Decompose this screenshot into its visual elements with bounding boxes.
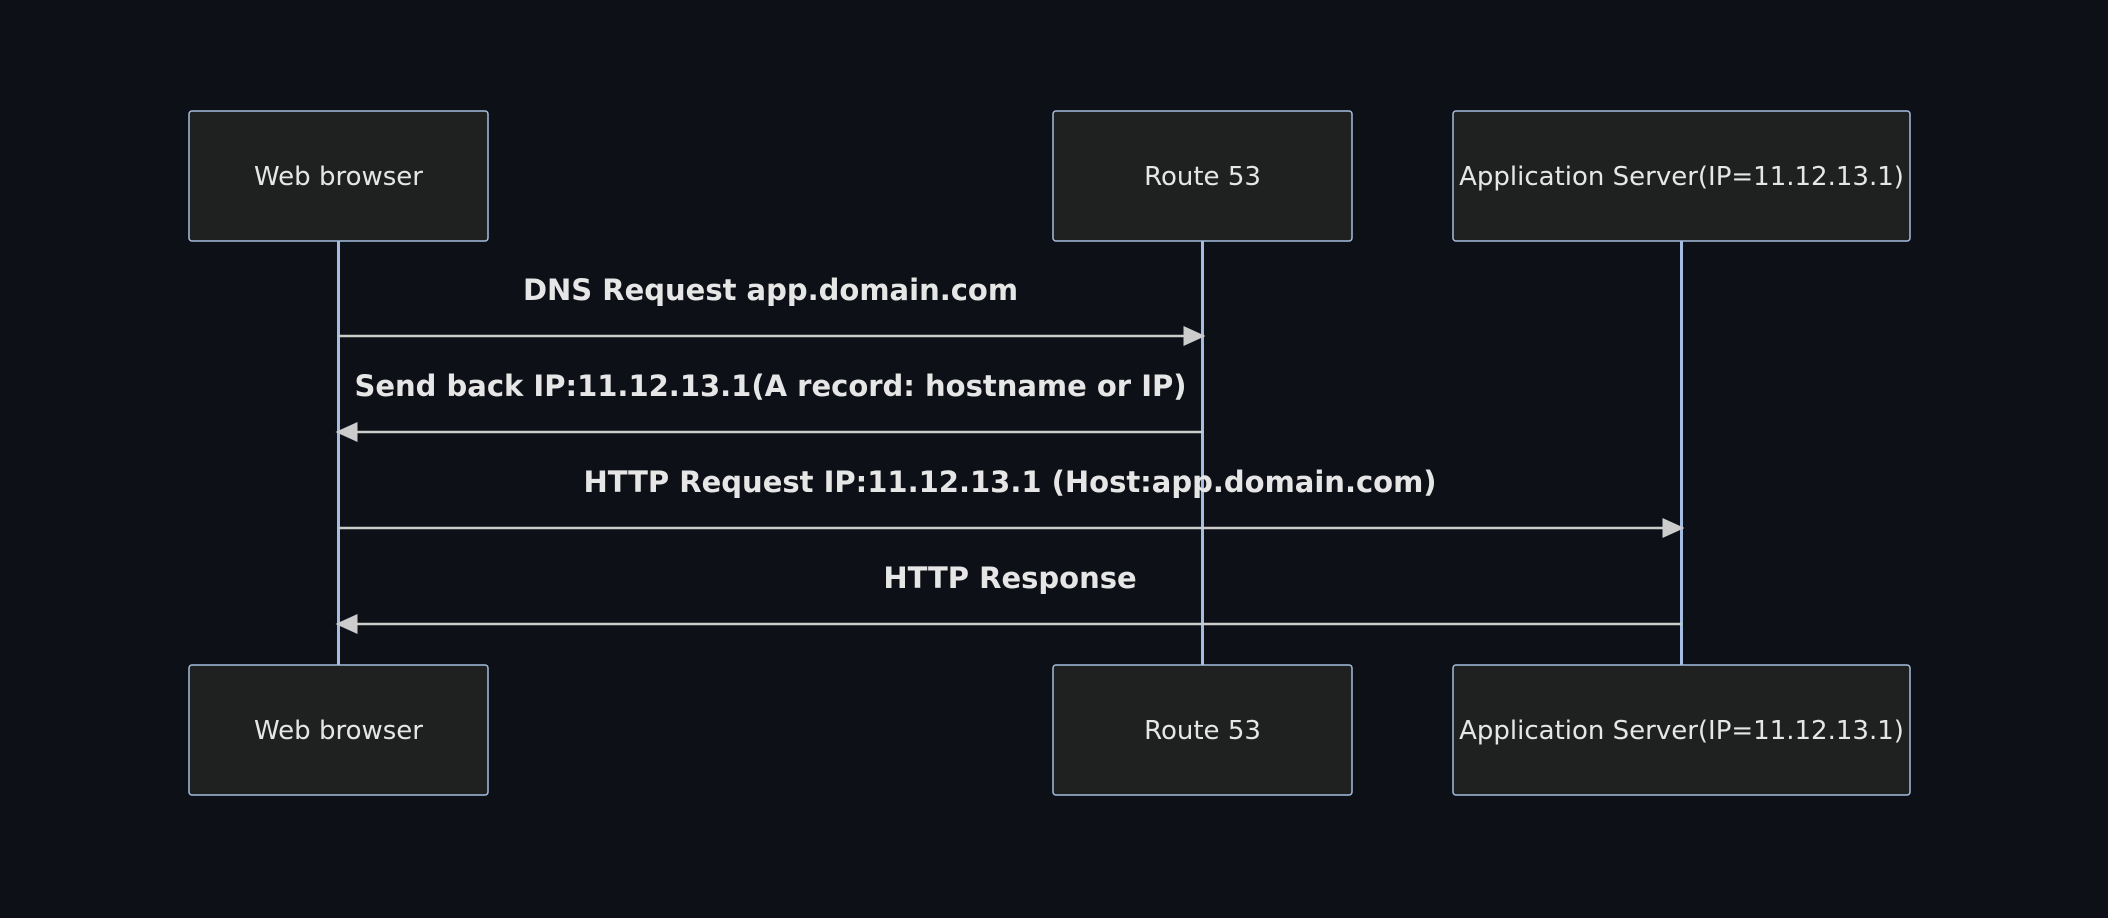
actor-label-browser-top: Web browser [254,162,423,192]
message-arrowhead-2 [335,422,358,442]
message-label-1: DNS Request app.domain.com [523,273,1018,307]
message-arrowhead-4 [335,614,358,634]
actor-box-browser-top [188,110,489,242]
message-label-2: Send back IP:11.12.13.1(A record: hostna… [354,369,1186,403]
message-label-4: HTTP Response [883,561,1136,595]
actor-label-server-bottom: Application Server(IP=11.12.13.1) [1459,716,1904,746]
actor-box-route53-top [1052,110,1353,242]
actor-label-server-top: Application Server(IP=11.12.13.1) [1459,162,1904,192]
actor-box-browser-bottom [188,664,489,796]
message-label-3: HTTP Request IP:11.12.13.1 (Host:app.dom… [583,465,1436,499]
actor-label-route53-top: Route 53 [1144,162,1261,192]
message-arrowhead-3 [1662,518,1685,538]
actor-box-server-bottom [1452,664,1911,796]
actor-label-browser-bottom: Web browser [254,716,423,746]
actor-box-server-top [1452,110,1911,242]
actor-label-route53-bottom: Route 53 [1144,716,1261,746]
actor-box-route53-bottom [1052,664,1353,796]
message-arrowhead-1 [1183,326,1206,346]
